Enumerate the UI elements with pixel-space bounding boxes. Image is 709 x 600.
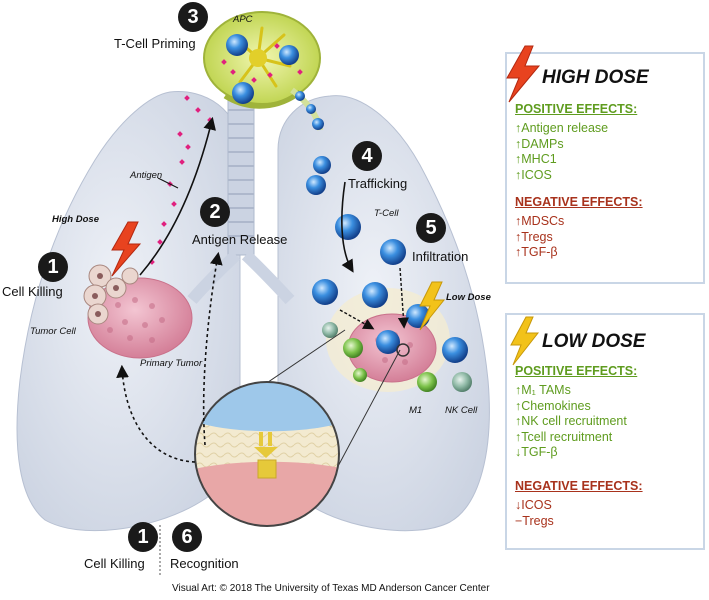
low-dose-bolt-icon — [419, 281, 446, 331]
step-3-badge: 3 — [178, 2, 208, 32]
antigen-pointer — [157, 177, 179, 189]
high-dose-negative-list: ↑MDSCs ↑Tregs ↑TGF-β — [515, 214, 564, 261]
step-1-label: Cell Killing — [2, 284, 63, 299]
legend-step-6-label: Recognition — [170, 556, 239, 571]
infiltration-arrows — [339, 267, 410, 330]
low-dose-label: Low Dose — [446, 292, 491, 303]
low-dose-negative-list: ↓ICOS −Tregs — [515, 498, 554, 529]
step-4-badge: 4 — [352, 141, 382, 171]
low-dose-negative-heading: NEGATIVE EFFECTS: — [515, 479, 643, 493]
m1-label: M1 — [409, 405, 423, 416]
step-2-badge: 2 — [200, 197, 230, 227]
high-dose-panel: HIGH DOSE POSITIVE EFFECTS: ↑Antigen rel… — [505, 45, 705, 284]
list-item: ↑Tcell recruitment — [515, 429, 613, 444]
step-3-label: T-Cell Priming — [114, 36, 196, 51]
recognition-arrows — [116, 251, 223, 463]
legend-step-6-badge: 6 — [172, 522, 202, 552]
list-item: ↑TGF-β — [515, 245, 558, 260]
magnified-synapse — [194, 329, 410, 527]
high-dose-panel-bolt-icon — [506, 45, 541, 103]
antigen-label: Antigen — [130, 170, 163, 181]
step-4-label: Trafficking — [348, 176, 408, 191]
credit-line: Visual Art: © 2018 The University of Tex… — [172, 583, 490, 594]
high-dose-positive-heading: POSITIVE EFFECTS: — [515, 102, 638, 116]
list-item: ↓ICOS — [515, 498, 552, 512]
list-item: ↑MHC1 — [515, 152, 557, 167]
list-item: ↑Chemokines — [515, 398, 591, 413]
high-dose-bolt-icon — [111, 221, 142, 277]
m1-cells — [322, 322, 437, 392]
primary-tumor-label: Primary Tumor — [140, 358, 203, 369]
step-1-badge: 1 — [38, 252, 68, 282]
low-dose-positive-heading: POSITIVE EFFECTS: — [515, 364, 638, 378]
list-item: ↑Tregs — [515, 229, 553, 244]
low-dose-panel-bolt-icon — [510, 316, 540, 366]
antigen-arrow — [139, 116, 216, 276]
nk-cell-label: NK Cell — [445, 405, 478, 416]
tumor-cell-label: Tumor Cell — [30, 326, 76, 337]
step-2-label: Antigen Release — [192, 232, 288, 247]
nk-cells — [452, 372, 472, 392]
high-dose-label: High Dose — [52, 214, 99, 225]
step-5-badge: 5 — [416, 213, 446, 243]
list-item: ↑ICOS — [515, 167, 552, 182]
low-dose-title: LOW DOSE — [542, 331, 646, 352]
list-item: ↑Antigen release — [515, 121, 609, 135]
apc-node — [203, 11, 321, 109]
list-item: ↑MDSCs — [515, 214, 565, 228]
high-dose-positive-list: ↑Antigen release ↑DAMPs ↑MHC1 ↑ICOS — [515, 121, 608, 183]
legend-step-1-label: Cell Killing — [84, 556, 145, 571]
high-dose-negative-heading: NEGATIVE EFFECTS: — [515, 195, 643, 209]
high-dose-title: HIGH DOSE — [542, 67, 649, 88]
t-cell-label: T-Cell — [374, 208, 399, 219]
list-item: −Tregs — [515, 513, 554, 528]
low-dose-positive-list: ↑M₁ TAMs ↑Chemokines ↑NK cell recruitmen… — [515, 383, 627, 461]
list-item: ↑NK cell recruitment — [515, 414, 627, 429]
trachea — [187, 94, 295, 305]
primary-tumor — [83, 264, 193, 359]
trafficking-arrow — [341, 181, 354, 273]
low-dose-panel: LOW DOSE POSITIVE EFFECTS: ↑M₁ TAMs ↑Che… — [505, 313, 705, 550]
list-item: ↑M₁ TAMs — [515, 383, 571, 397]
list-item: ↑DAMPs — [515, 136, 564, 151]
apc-label: APC — [233, 14, 253, 25]
legend-step-1-badge: 1 — [128, 522, 158, 552]
list-item: ↓TGF-β — [515, 445, 558, 460]
step-5-label: Infiltration — [412, 249, 469, 264]
